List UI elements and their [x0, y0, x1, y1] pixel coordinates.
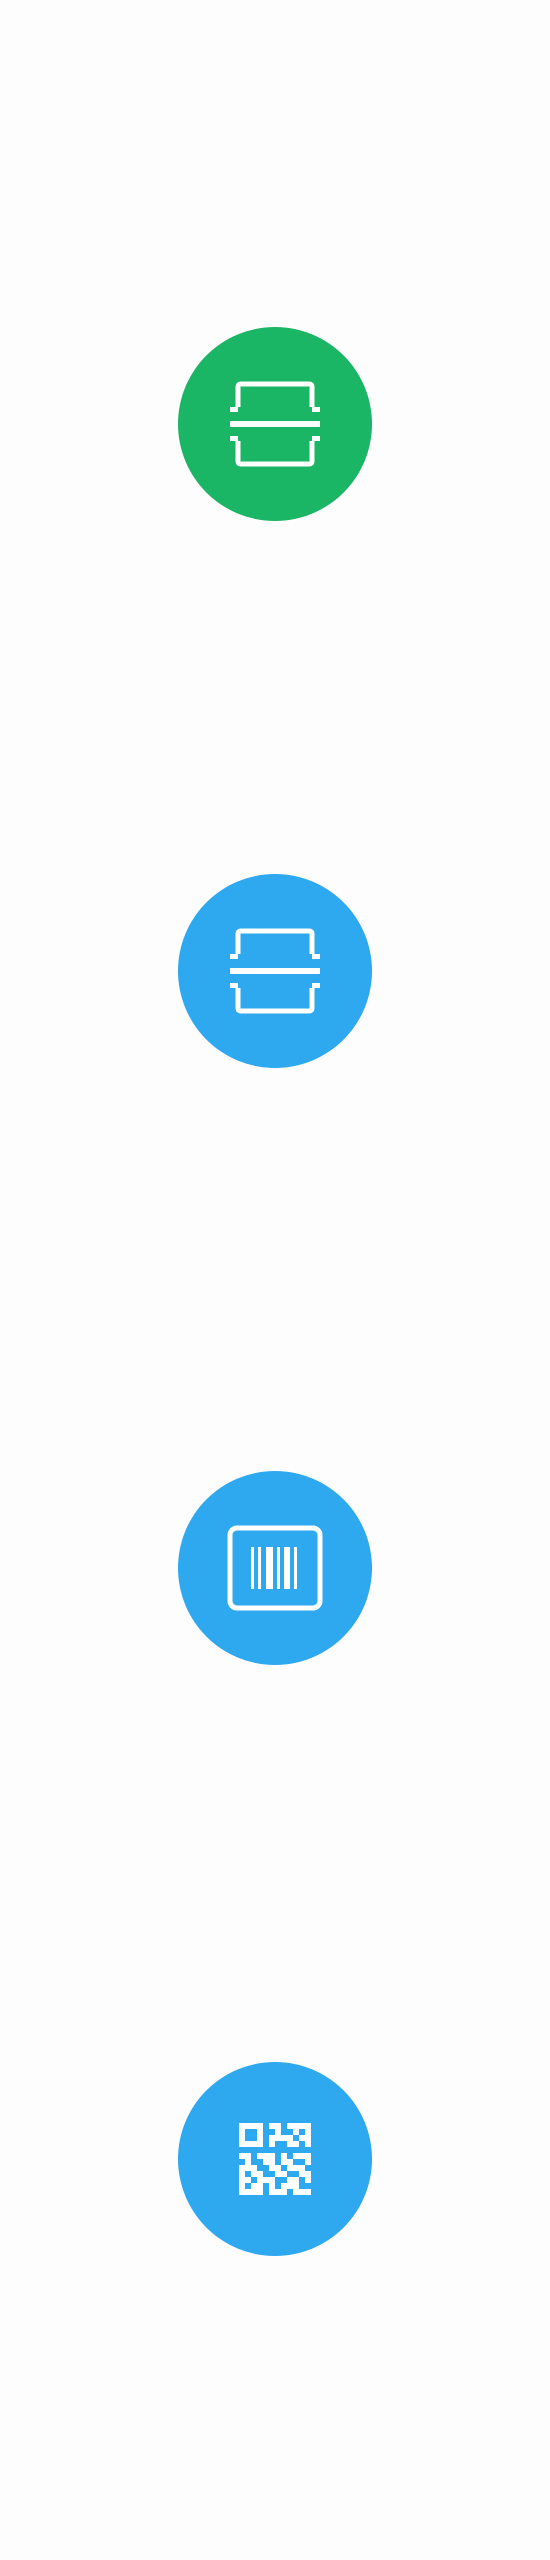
scan-frame-icon: [230, 381, 320, 467]
qr-code-button[interactable]: [178, 2062, 372, 2256]
scan-frame-icon: [230, 928, 320, 1014]
barcode-button[interactable]: [178, 1471, 372, 1665]
scan-button[interactable]: [178, 874, 372, 1068]
scan-button-active[interactable]: [178, 327, 372, 521]
barcode-icon: [227, 1525, 323, 1611]
qr-code-icon: [239, 2123, 311, 2195]
